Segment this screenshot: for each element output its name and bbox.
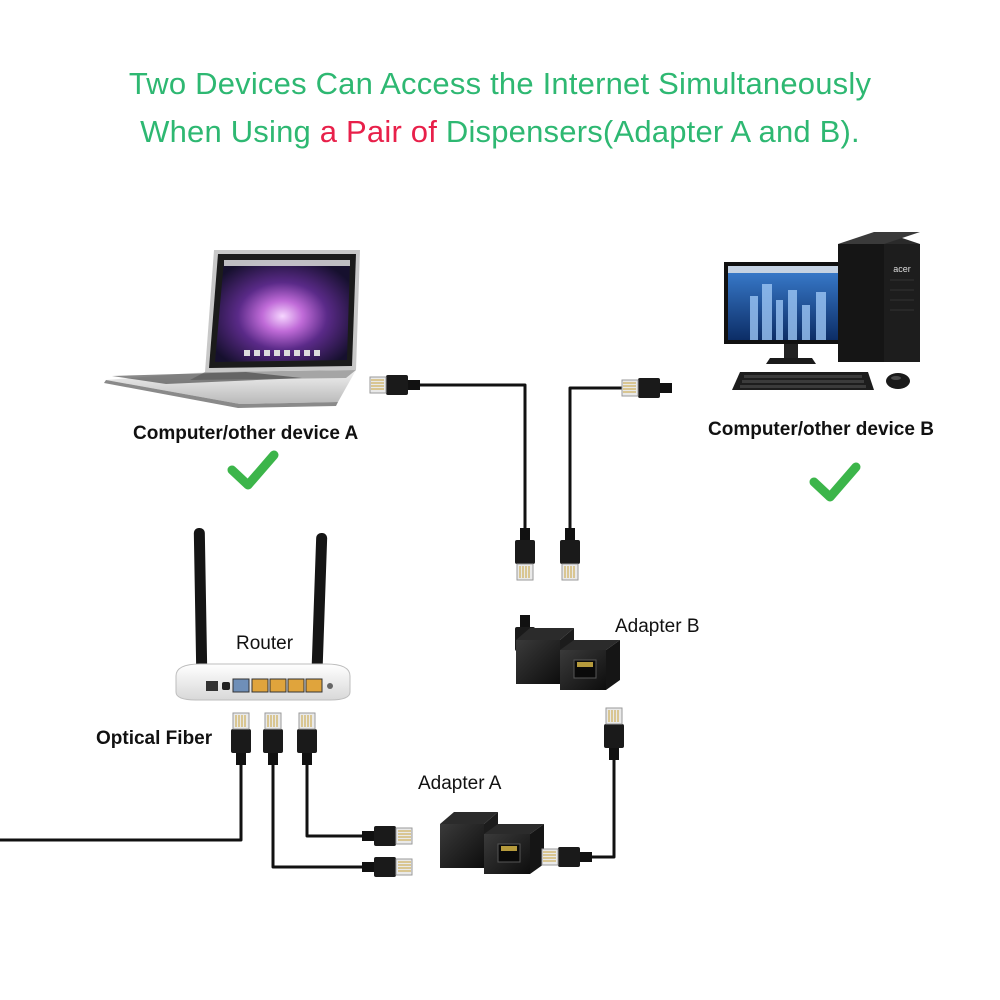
rj45-plug-icon	[621, 377, 673, 399]
cables	[0, 383, 672, 869]
rj45-plug-icon	[361, 856, 413, 878]
device-b-label: Computer/other device B	[708, 419, 934, 440]
rj45-plug-icon	[230, 712, 252, 766]
rj45-splitter-adapter-icon	[439, 811, 545, 875]
cable-device-a-to-adapter-b	[420, 383, 527, 528]
device-a-label: Computer/other device A	[133, 423, 359, 444]
router-label: Router	[236, 633, 294, 654]
rj45-plug-icon	[603, 707, 625, 761]
optical-fiber-label: Optical Fiber	[96, 728, 213, 749]
title-line-2: When Using a Pair of Dispensers(Adapter …	[0, 114, 1000, 150]
adapter-a-label: Adapter A	[418, 773, 502, 794]
title-line-1: Two Devices Can Access the Internet Simu…	[128, 66, 872, 101]
rj45-plug-icon	[541, 846, 593, 868]
title-line-2-suffix: Dispensers(Adapter A and B).	[437, 114, 860, 149]
cable-optical-fiber	[0, 765, 243, 842]
cable-adapter-b-to-adapter-a	[592, 760, 616, 859]
checkmark-icon	[809, 462, 861, 502]
rj45-plug-icon	[361, 825, 413, 847]
adapter-b-label: Adapter B	[615, 616, 700, 637]
desktop-pc-icon: acer	[724, 232, 920, 390]
title-line-2-highlight: a Pair of	[319, 114, 438, 149]
rj45-splitter-adapter-icon	[515, 627, 621, 691]
title-line-2-prefix: When Using	[140, 114, 320, 149]
pc-brand-logo: acer	[893, 264, 911, 274]
router-icon	[175, 527, 351, 701]
rj45-plug-icon	[262, 712, 284, 766]
rj45-plug-icon	[514, 527, 536, 581]
checkmark-icon	[227, 450, 279, 490]
rj45-plug-icon	[559, 527, 581, 581]
cable-device-b-to-adapter-b	[568, 386, 672, 528]
cable-router-to-adapter-a-upper	[305, 765, 362, 838]
rj45-plug-icon	[369, 374, 421, 396]
cable-router-to-adapter-a-lower	[271, 765, 362, 869]
laptop-icon	[104, 250, 360, 408]
rj45-plug-icon	[296, 712, 318, 766]
